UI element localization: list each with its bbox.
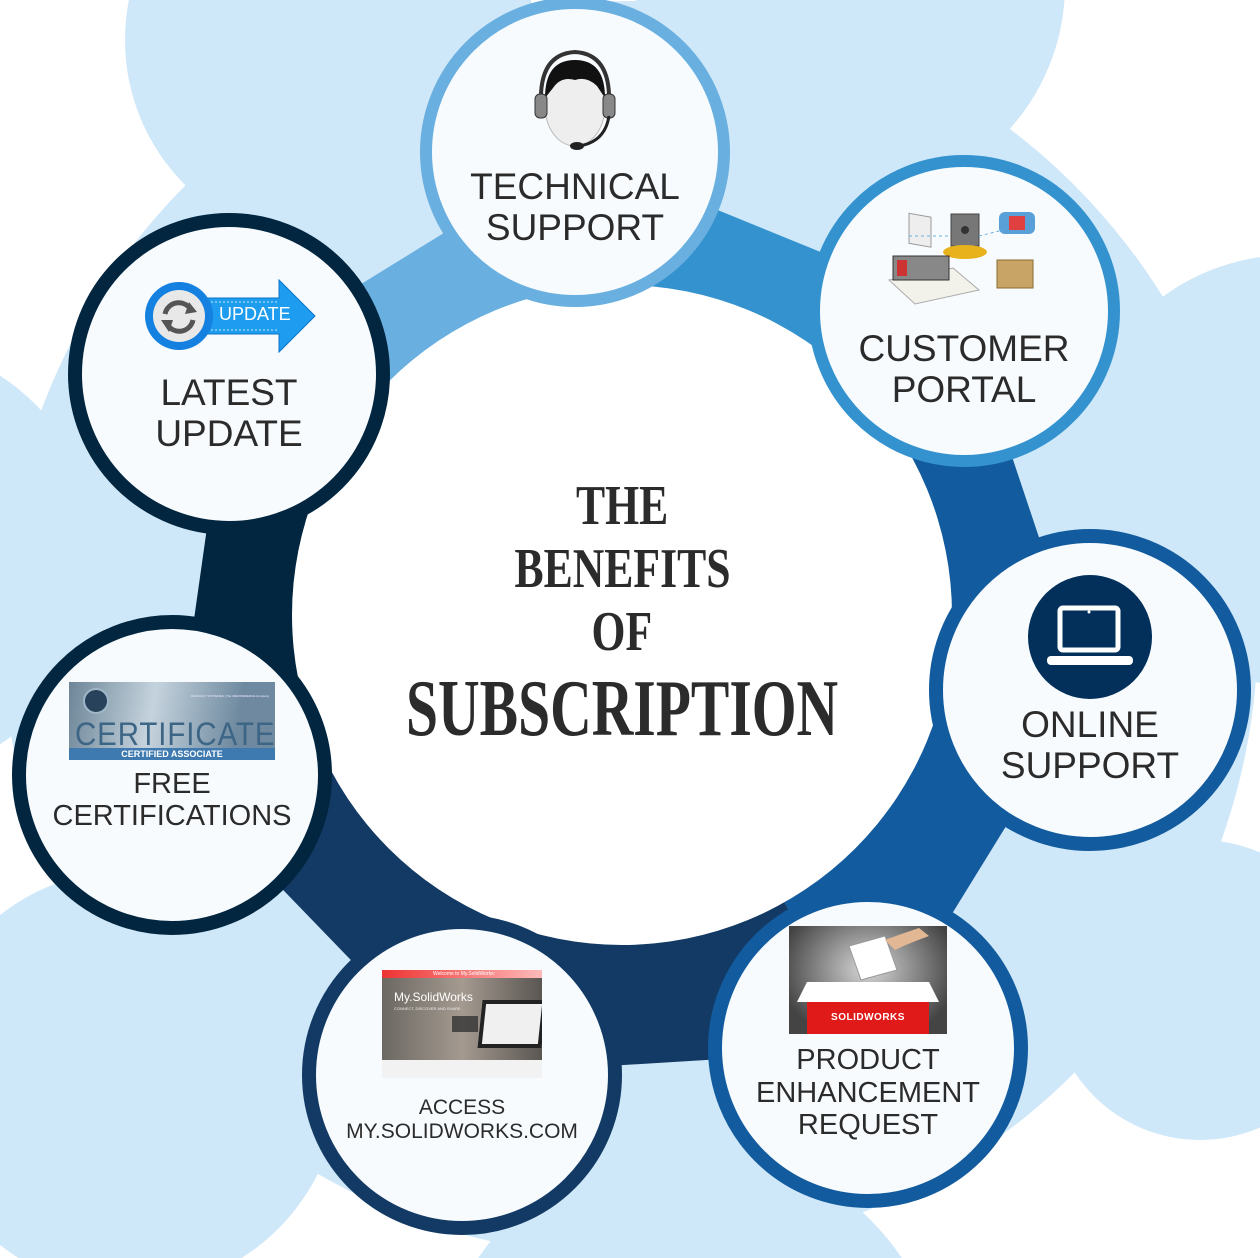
node-label-line2: MY.SOLIDWORKS.COM	[346, 1120, 578, 1143]
node-label-line2: CERTIFICATIONS	[52, 800, 292, 832]
certificate-title: CERTIFICATE	[75, 715, 275, 752]
node-product-enhancement-request: SOLIDWORKS PRODUCT ENHANCEMENT REQUEST	[708, 888, 1028, 1208]
node-label-line1: ONLINE	[1021, 703, 1159, 745]
node-customer-portal: CUSTOMER PORTAL	[808, 155, 1120, 467]
center-title-disc: THE BENEFITS OF SUBSCRIPTION	[292, 285, 952, 945]
brand-text: DASSAULT SYSTEMES | The 3DEXPERIENCE Com…	[191, 693, 269, 698]
title-line-the: THE	[575, 475, 669, 538]
node-label-line1: PRODUCT	[796, 1044, 940, 1077]
node-latest-update: UPDATE LATEST UPDATE	[68, 213, 390, 535]
my-solidworks-screenshot: Welcome to My.SolidWorks: My.SolidWorks …	[382, 970, 542, 1079]
title-line-benefits: BENEFITS	[513, 537, 731, 600]
image-subtitle-text: CONNECT, DISCOVER AND SHARE	[394, 1006, 461, 1012]
solidworks-logo-text: SOLIDWORKS	[831, 1012, 905, 1024]
node-label-line2: ENHANCEMENT	[756, 1076, 980, 1109]
node-label-line2: SUPPORT	[1000, 745, 1180, 786]
node-label-line2: SUPPORT	[485, 207, 665, 248]
node-label-line3: REQUEST	[797, 1109, 939, 1142]
image-title-text: My.SolidWorks	[394, 990, 473, 1005]
laptop-image	[477, 1000, 542, 1049]
title-line-subscription: SUBSCRIPTION	[405, 665, 839, 754]
portal-vault-network-icon	[879, 200, 1049, 310]
title-line-of: OF	[591, 600, 653, 663]
node-access-my-solidworks: Welcome to My.SolidWorks: My.SolidWorks …	[302, 915, 622, 1235]
node-free-certifications: DASSAULT SYSTEMES | The 3DEXPERIENCE Com…	[12, 615, 332, 935]
node-online-support: ONLINE SUPPORT	[929, 529, 1251, 851]
laptop-icon	[1027, 574, 1153, 700]
headset-support-icon	[527, 46, 623, 156]
certificate-badge: DASSAULT SYSTEMES | The 3DEXPERIENCE Com…	[69, 681, 275, 760]
certificate-subtitle: CERTIFIED ASSOCIATE	[69, 747, 275, 760]
node-technical-support: TECHNICAL SUPPORT	[420, 0, 730, 307]
update-arrow-icon: UPDATE	[139, 274, 319, 358]
disc-emblem-icon	[83, 687, 109, 714]
node-label-line1: ACCESS	[418, 1096, 506, 1120]
node-label-line2: UPDATE	[155, 413, 303, 454]
cutout-bottom-left	[0, 870, 340, 1258]
image-banner-text: Welcome to My.SolidWorks:	[382, 970, 542, 979]
node-label-line1: CUSTOMER	[858, 327, 1070, 369]
node-label-line1: LATEST	[160, 371, 298, 413]
cutout-right-bottom	[1050, 840, 1260, 1140]
ballot-box-icon: SOLIDWORKS	[789, 926, 947, 1035]
play-button-icon	[452, 1016, 478, 1033]
cutout-top-right	[635, 0, 1065, 200]
node-label-line1: FREE	[133, 767, 211, 800]
node-label-line2: PORTAL	[891, 369, 1037, 410]
update-badge-text: UPDATE	[219, 303, 291, 324]
node-label-line1: TECHNICAL	[470, 165, 680, 207]
